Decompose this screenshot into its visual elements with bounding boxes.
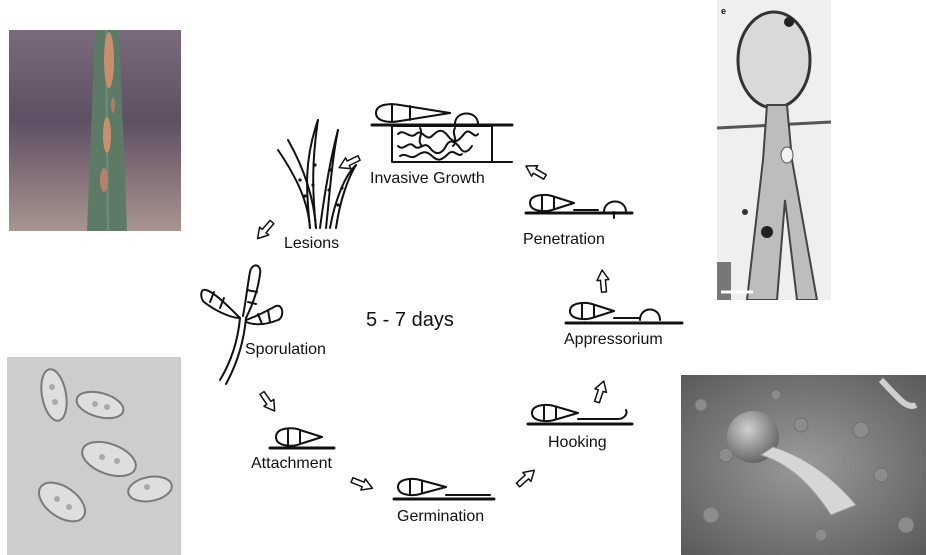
hooking-illustration [528,405,632,424]
germination-illustration [394,479,494,499]
sporulation-illustration [201,265,282,384]
stage-label-attachment: Attachment [251,455,332,473]
cycle-duration: 5 - 7 days [366,309,454,332]
stage-label-invasive-growth: Invasive Growth [370,170,485,188]
arrow-invasive-to-lesions [337,153,362,173]
arrow-attachment-to-germination [350,474,375,493]
appressorium-illustration [566,303,682,323]
stage-label-lesions: Lesions [284,235,339,253]
stage-label-sporulation: Sporulation [245,341,326,359]
stage-label-hooking: Hooking [548,434,607,452]
arrow-sporulation-to-attachment [257,390,279,415]
penetration-illustration [526,195,632,218]
arrow-hooking-to-appressorium [591,379,609,404]
stage-label-germination: Germination [397,508,484,526]
lesions-illustration [278,120,356,228]
invasive-growth-illustration [372,104,512,162]
arrow-appressorium-to-penetration [596,270,610,293]
stage-label-appressorium: Appressorium [564,331,663,349]
arrow-germination-to-hooking [514,466,538,490]
stage-label-penetration: Penetration [523,231,605,249]
attachment-illustration [270,428,334,448]
arrow-penetration-to-invasive [523,161,548,182]
arrow-lesions-to-sporulation [253,218,276,242]
